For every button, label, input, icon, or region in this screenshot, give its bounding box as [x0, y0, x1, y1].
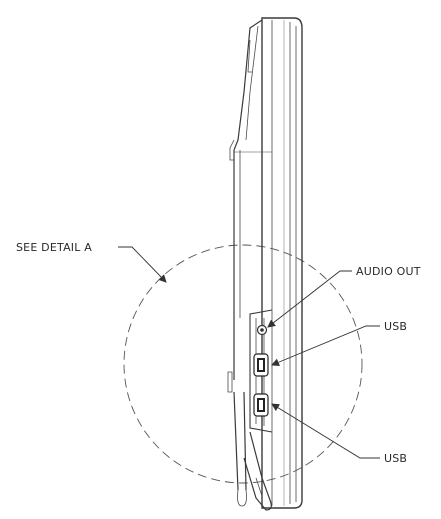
usb-port-upper — [253, 353, 269, 377]
callout-usb-lower: USB — [271, 403, 407, 465]
callout-see-detail-a: SEE DETAIL A — [16, 241, 167, 283]
device-side-profile — [227, 17, 303, 511]
usb-lower-label: USB — [384, 452, 407, 465]
audio-out-label: AUDIO OUT — [356, 265, 421, 278]
see-detail-a-label: SEE DETAIL A — [16, 241, 92, 254]
audio-out-jack — [256, 324, 268, 336]
callout-audio-out: AUDIO OUT — [267, 265, 421, 328]
usb-port-lower — [253, 393, 269, 417]
usb-upper-label: USB — [384, 320, 407, 333]
callout-usb-upper: USB — [271, 320, 407, 367]
detail-a-circle — [123, 244, 363, 484]
